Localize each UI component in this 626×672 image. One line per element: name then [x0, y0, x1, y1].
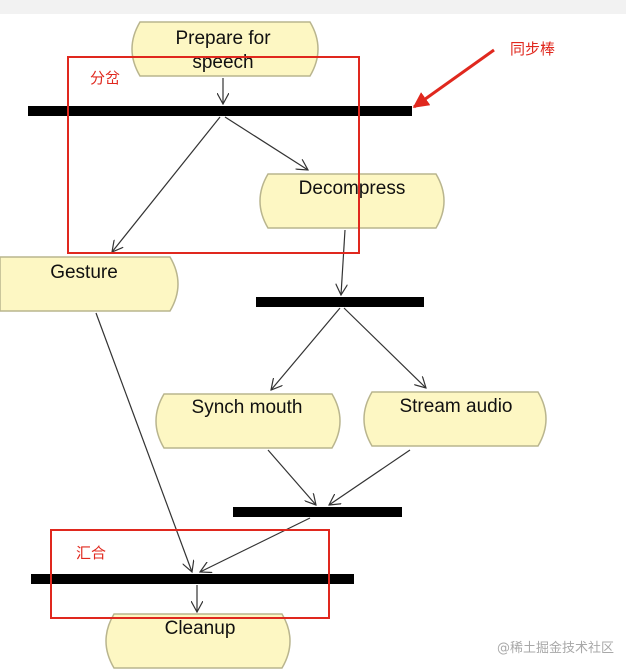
node-label: Prepare for: [175, 28, 271, 49]
node-label: speech: [192, 52, 253, 73]
transition-arrow: [224, 116, 308, 170]
node-gesture: Gesture: [0, 256, 179, 312]
transition-arrow: [112, 116, 221, 252]
node-synch-mouth: Synch mouth: [155, 393, 341, 449]
transition-arrow: [341, 229, 345, 295]
node-label: Stream audio: [399, 396, 512, 417]
node-shape: [0, 256, 179, 312]
transition-arrow: [95, 312, 192, 572]
fork-highlight-box: [67, 56, 360, 254]
sync-bar-join-bottom: [31, 574, 354, 584]
annotation-fork: 分岔: [90, 69, 120, 87]
node-shape: [363, 391, 547, 447]
join-highlight-box: [50, 529, 330, 619]
node-label: Decompress: [299, 178, 406, 199]
annotation-join: 汇合: [76, 544, 106, 562]
node-shape: [131, 21, 319, 77]
node-label: Synch mouth: [192, 397, 303, 418]
sync-bar-join-middle: [233, 507, 402, 517]
sync-bar-pointer-arrow: [412, 48, 495, 109]
node-prepare-for-speech: Prepare for speech: [131, 21, 319, 77]
transition-arrow: [200, 517, 311, 572]
transition-arrow: [343, 307, 426, 388]
sync-bar-fork-top: [28, 106, 412, 116]
top-strip: [0, 0, 626, 14]
transition-arrow: [267, 449, 316, 505]
sync-bar-fork-middle: [256, 297, 424, 307]
transition-arrow: [329, 449, 411, 505]
node-label: Gesture: [50, 262, 118, 283]
node-shape: [259, 173, 445, 229]
node-decompress: Decompress: [259, 173, 445, 229]
watermark: @稀土掘金技术社区: [497, 640, 614, 656]
node-stream-audio: Stream audio: [363, 391, 547, 447]
annotation-sync-bar: 同步棒: [510, 40, 555, 58]
node-shape: [155, 393, 341, 449]
node-shape: [105, 613, 291, 669]
transition-arrow: [271, 307, 341, 390]
node-label: Cleanup: [165, 618, 236, 639]
node-cleanup: Cleanup: [105, 613, 291, 669]
